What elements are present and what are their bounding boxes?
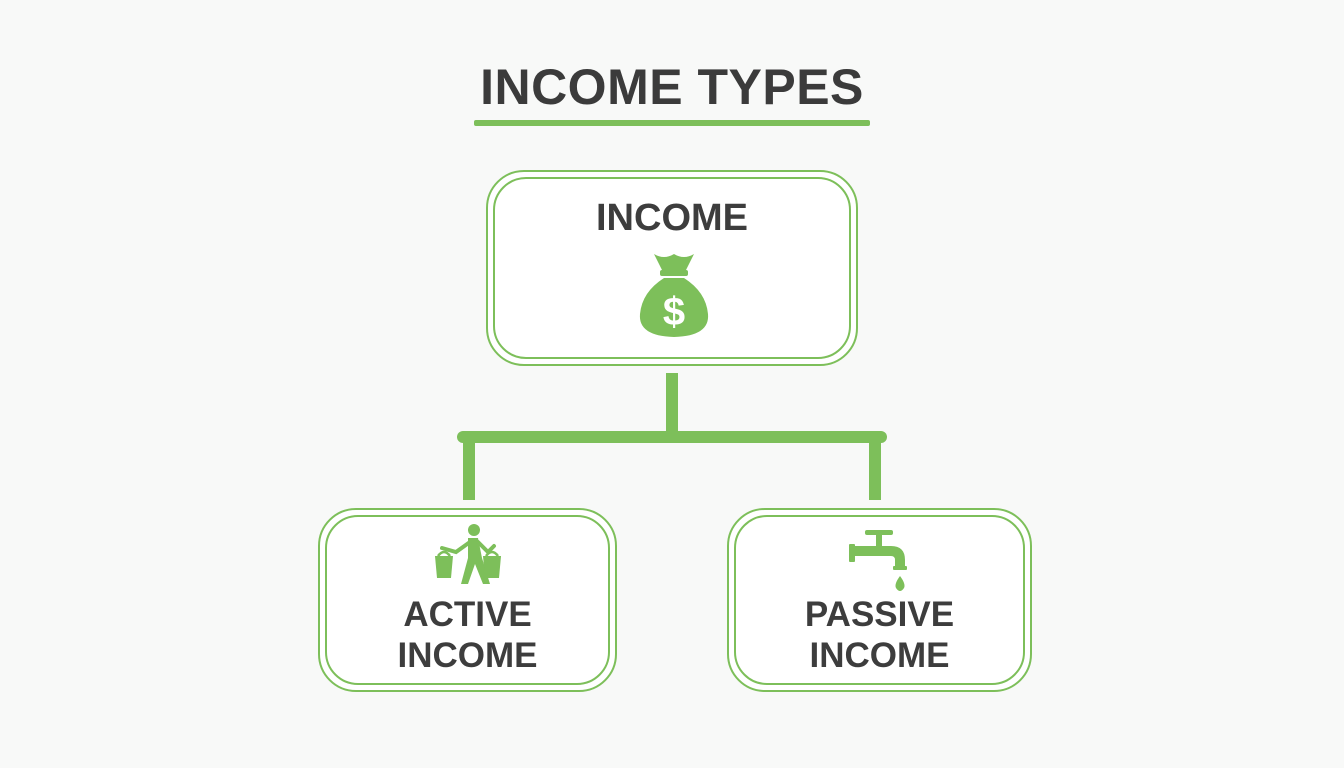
node-active-income-inner-border [325,515,610,685]
node-active-income-label-line1: ACTIVE [403,595,532,634]
node-active-income: ACTIVE INCOME [318,508,617,692]
node-income-inner-border [493,177,851,359]
node-income: INCOME $ [486,170,858,366]
node-passive-income-label-line2: INCOME [809,636,950,675]
node-passive-income-inner-border [734,515,1025,685]
title-underline [474,120,870,126]
node-passive-income-label-line1: PASSIVE [804,595,955,634]
node-active-income-label-line2: INCOME [397,636,538,675]
svg-text:$: $ [663,290,685,334]
money-bag-icon: $ [639,254,709,337]
node-passive-income: PASSIVE INCOME [727,508,1032,692]
diagram-title: INCOME TYPES [480,59,864,115]
dripping-faucet-icon [849,530,907,591]
worker-carrying-buckets-icon [435,524,501,584]
node-income-label: INCOME [596,197,748,239]
